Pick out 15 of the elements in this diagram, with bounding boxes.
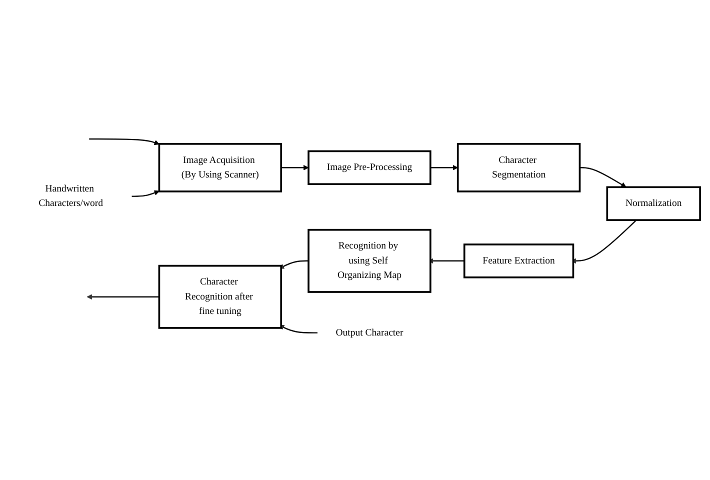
node-box: Image Acquisition (By Using Scanner) [158, 143, 282, 193]
node-box: Normalization [606, 186, 701, 222]
arrow [86, 294, 160, 300]
node-text: Output Character [336, 328, 404, 338]
arrow [132, 190, 160, 198]
node-box: Character Segmentation [456, 143, 581, 193]
node-box: Feature Extraction [463, 244, 574, 279]
node-box: Image Pre-Processing [308, 150, 432, 186]
node-box: Character Recognition after fine tuning [158, 265, 282, 330]
node-text: Handwritten Characters/word [38, 184, 104, 209]
arrow [89, 138, 160, 146]
node-box: Recognition by using Self Organizing Map [308, 229, 432, 294]
arrow [580, 167, 626, 188]
arrow [281, 165, 309, 171]
arrow [430, 165, 458, 171]
